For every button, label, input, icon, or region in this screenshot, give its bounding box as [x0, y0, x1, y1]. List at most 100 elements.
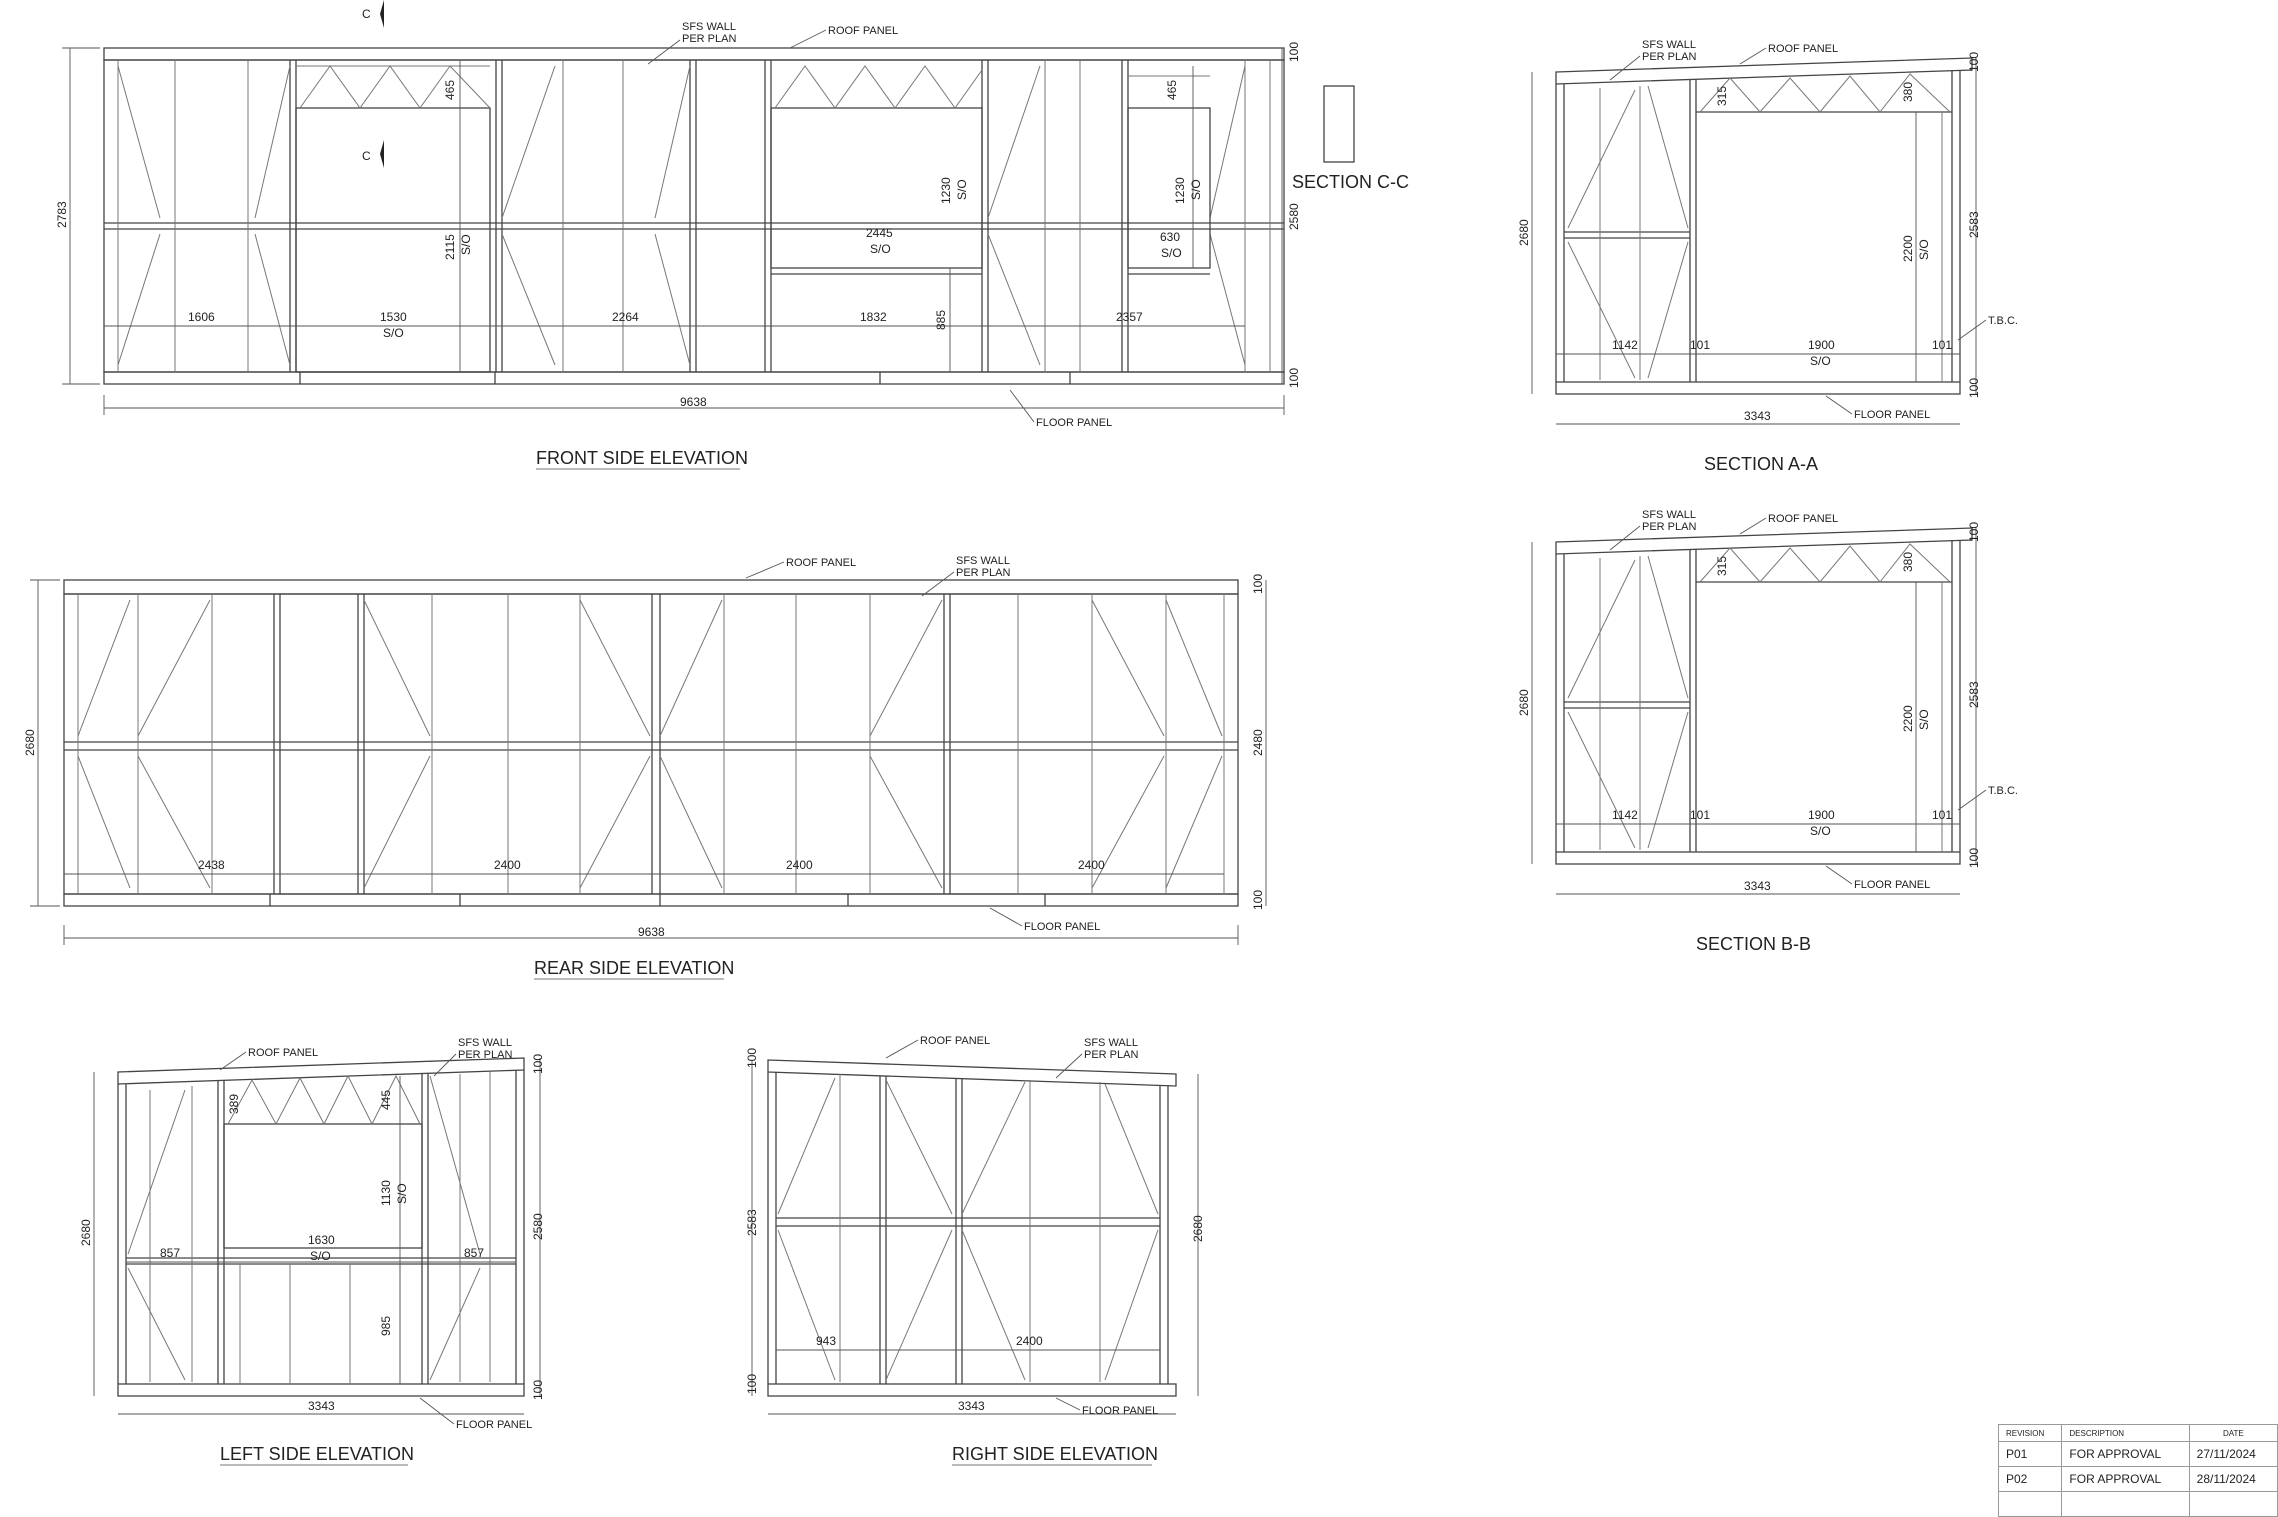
section-bb-dim-w3-so: S/O [1810, 824, 1831, 838]
left-dimension-lines [93, 1058, 541, 1415]
front-roof-label: ROOF PANEL [828, 25, 898, 37]
front-frame [103, 47, 1285, 385]
right-title: RIGHT SIDE ELEVATION [952, 1444, 1158, 1464]
right-frame [767, 1059, 1177, 1397]
revision-table: REVISION DESCRIPTION DATE P01 FOR APPROV… [1997, 1424, 2278, 1517]
rear-roof-label: ROOF PANEL [786, 557, 856, 569]
left-dim-w2-so: S/O [310, 1249, 331, 1263]
rear-dim-wall-height: 2480 [1251, 729, 1265, 756]
left-dim-top: 100 [531, 1054, 545, 1074]
revision-table-header: REVISION DESCRIPTION DATE [1997, 1424, 2278, 1442]
rear-title: REAR SIDE ELEVATION [534, 958, 734, 978]
section-bb-dim-truss-left: 315 [1715, 556, 1729, 576]
date-cell: 28/11/2024 [2188, 1466, 2278, 1492]
section-aa-dim-w3-so: S/O [1810, 354, 1831, 368]
revision-cell: P01 [1997, 1441, 2063, 1467]
date-cell: 27/11/2024 [2188, 1441, 2278, 1467]
left-roof-label: ROOF PANEL [248, 1047, 318, 1059]
section-c-marker-label: C [362, 7, 371, 21]
section-bb-wall-label-2: PER PLAN [1642, 521, 1696, 533]
left-frame [117, 1057, 525, 1397]
section-aa-dim-right-height: 2583 [1967, 211, 1981, 238]
section-bb-wall-label-1: SFS WALL [1642, 509, 1696, 521]
description-cell: FOR APPROVAL [2061, 1466, 2190, 1492]
rear-dim-overall-length: 9638 [638, 925, 665, 939]
front-dim-bay2-so: S/O [383, 326, 404, 340]
section-aa-dim-w4: 101 [1932, 338, 1952, 352]
left-dim-sill: 985 [379, 1316, 393, 1336]
right-dim-top: 100 [745, 1048, 759, 1068]
table-row [1997, 1491, 2278, 1517]
front-dim-bay4: 1832 [860, 310, 887, 324]
section-bb-frame [1555, 527, 1973, 865]
front-title: FRONT SIDE ELEVATION [536, 448, 748, 468]
section-aa-roof-label: ROOF PANEL [1768, 43, 1838, 55]
rear-dim-top: 100 [1251, 574, 1265, 594]
right-dim-overall-height: 2680 [1191, 1215, 1205, 1242]
left-dim-wall-height: 2580 [531, 1213, 545, 1240]
section-bb-dim-w4: 101 [1932, 808, 1952, 822]
date-cell [2188, 1491, 2278, 1517]
section-bb-dim-w2: 101 [1690, 808, 1710, 822]
section-aa-dim-truss-left: 315 [1715, 86, 1729, 106]
left-dim-lintel: 445 [379, 1090, 393, 1110]
description-cell: FOR APPROVAL [2061, 1441, 2190, 1467]
left-wall-label-1: SFS WALL [458, 1037, 512, 1049]
revision-cell [1997, 1491, 2063, 1517]
section-aa-dim-truss-right: 380 [1901, 82, 1915, 102]
section-bb-dim-length: 3343 [1744, 879, 1771, 893]
right-wall-label-2: PER PLAN [1084, 1049, 1138, 1061]
left-wall-label-2: PER PLAN [458, 1049, 512, 1061]
section-bb: SFS WALL PER PLAN ROOF PANEL FLOOR PANEL… [1517, 509, 2018, 954]
rear-frame [63, 579, 1239, 907]
front-dim-bay5: 2357 [1116, 310, 1143, 324]
left-dim-truss-left: 389 [227, 1094, 241, 1114]
left-dim-win-height: 1130 [379, 1180, 393, 1206]
front-dim-overall-height: 2783 [55, 201, 69, 228]
section-bb-dim-truss-right: 380 [1901, 552, 1915, 572]
section-bb-tbc: T.B.C. [1988, 785, 2018, 797]
front-dim-top: 100 [1287, 42, 1301, 62]
table-row: P02 FOR APPROVAL 28/11/2024 [1997, 1466, 2278, 1492]
front-dim-wall-height: 2580 [1287, 203, 1301, 230]
revision-header: REVISION [1997, 1424, 2063, 1442]
front-dimension-lines [62, 47, 1285, 415]
section-bb-dim-bottom: 100 [1967, 848, 1981, 868]
section-bb-dim-opening-height: 2200 [1901, 705, 1915, 732]
section-aa: SFS WALL PER PLAN ROOF PANEL FLOOR PANEL… [1517, 39, 2018, 474]
right-dim-w2: 2400 [1016, 1334, 1043, 1348]
right-dim-length: 3343 [958, 1399, 985, 1413]
left-dim-win-so: S/O [395, 1183, 409, 1204]
section-aa-dim-top: 100 [1967, 52, 1981, 72]
right-roof-label: ROOF PANEL [920, 1035, 990, 1047]
section-c-marker-label: C [362, 149, 371, 163]
section-aa-dim-w2: 101 [1690, 338, 1710, 352]
section-aa-floor-label: FLOOR PANEL [1854, 409, 1930, 421]
front-wall-label-2: PER PLAN [682, 33, 736, 45]
right-side-elevation: ROOF PANEL SFS WALL PER PLAN FLOOR PANEL… [745, 1035, 1205, 1466]
front-dim-sill: 885 [934, 310, 948, 330]
front-dim-overall-length: 9638 [680, 395, 707, 409]
front-floor-label: FLOOR PANEL [1036, 417, 1112, 429]
front-dim-win1-width: 2445 [866, 226, 893, 240]
left-floor-label: FLOOR PANEL [456, 1419, 532, 1431]
rear-wall-label-1: SFS WALL [956, 555, 1010, 567]
description-cell [2061, 1491, 2190, 1517]
section-bb-dim-w3: 1900 [1808, 808, 1835, 822]
front-dim-win1-so: S/O [955, 179, 969, 200]
section-aa-dimension-lines [1531, 58, 1977, 425]
rear-wall-label-2: PER PLAN [956, 567, 1010, 579]
front-dim-bay3: 2264 [612, 310, 639, 324]
front-dim-win2-height: 1230 [1173, 177, 1187, 204]
front-dim-win1-height: 1230 [939, 177, 953, 204]
section-aa-title: SECTION A-A [1704, 454, 1818, 474]
section-aa-dim-bottom: 100 [1967, 378, 1981, 398]
rear-dim-bay1: 2438 [198, 858, 225, 872]
section-aa-tbc: T.B.C. [1988, 315, 2018, 327]
section-bb-floor-label: FLOOR PANEL [1854, 879, 1930, 891]
section-bb-title: SECTION B-B [1696, 934, 1811, 954]
front-dim-bay2: 1530 [380, 310, 407, 324]
revision-cell: P02 [1997, 1466, 2063, 1492]
section-aa-dim-length: 3343 [1744, 409, 1771, 423]
front-wall-label-1: SFS WALL [682, 21, 736, 33]
